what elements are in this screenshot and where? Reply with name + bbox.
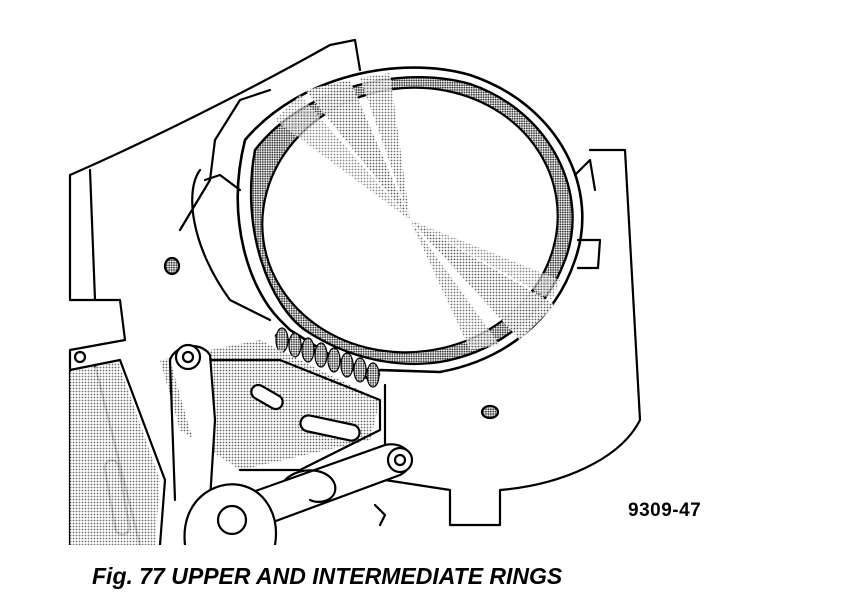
ring-installation-illustration [68,38,642,545]
crown-shade-lower [410,220,555,340]
figure-caption: Fig. 77 UPPER AND INTERMEDIATE RINGS [92,563,563,589]
lower-bracket-bolt [373,503,387,527]
right-bracket-hole [480,404,500,420]
small-hole [73,350,87,364]
bottom-pivot-hole [216,504,248,536]
right-pivot [386,446,414,474]
right-bracket-lip [573,158,597,192]
linkage-slot-1 [299,414,361,442]
crown-shade-upper-2 [275,95,410,220]
compressor-band [236,66,584,382]
figure-reference-number: 9309-47 [628,500,702,521]
crown-shade-upper-3 [360,73,410,220]
lever-pivot-top [174,343,202,371]
lever-arm-side [168,358,177,502]
mount-slot [178,88,272,232]
right-bracket [383,148,642,527]
bottom-pivot-body [183,483,278,545]
lower-spring-loop [283,469,337,503]
tension-spring [274,327,381,388]
linkage-slot-2 [250,383,284,411]
left-rail-shading [70,362,160,545]
mount-hole [163,256,181,276]
right-bracket-tab [576,238,602,270]
lever-pivot-top-inner [181,350,195,364]
crown-shade-lower-3 [410,220,560,300]
linkage-plate [208,358,382,472]
crown-shade-upper [305,80,410,220]
clamp-left-jaw [191,168,272,322]
clamp-left-jaw-lip [203,173,242,192]
crown-shade-lower-2 [410,220,500,350]
right-pivot-inner [393,453,407,467]
bracket-inner-edge [88,168,97,302]
